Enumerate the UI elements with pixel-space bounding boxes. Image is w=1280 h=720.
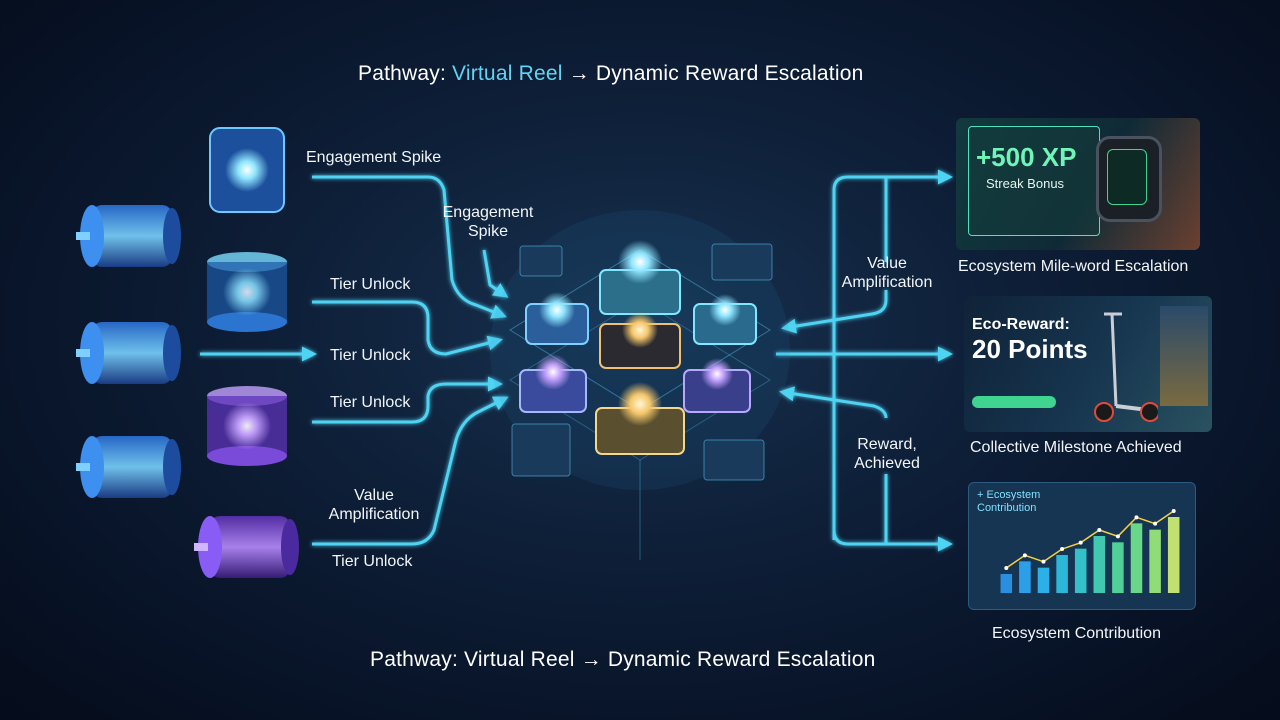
label-value-amplification-2: Amplification <box>328 506 420 523</box>
arrow-value-amp-right <box>781 290 888 334</box>
chart-card-title: + Ecosystem Contribution <box>977 489 1041 514</box>
label-right-value-1: Value <box>867 255 907 272</box>
reel-4 <box>194 516 299 578</box>
top-title: Pathway: Virtual Reel → Dynamic Reward E… <box>358 62 863 86</box>
chart-point <box>1078 540 1083 545</box>
label-engagement-spike-mid-2: Spike <box>467 223 509 240</box>
eco-card: Eco-Reward: 20 Points <box>964 296 1212 432</box>
top-title-highlight: Virtual Reel <box>452 62 563 85</box>
arrow-value-amp <box>312 396 509 546</box>
chart-bar <box>1019 561 1031 593</box>
xp-card: +500 XP Streak Bonus <box>956 118 1200 250</box>
label-engagement-spike-top: Engagement Spike <box>306 149 442 166</box>
arrow-to-xp <box>832 169 953 540</box>
label-value-amplification-1: Value <box>354 487 394 504</box>
label-tier-unlock-1: Tier Unlock <box>330 276 411 293</box>
arrow-tier-3 <box>312 376 503 424</box>
bottom-title: Pathway: Virtual Reel → Dynamic Reward E… <box>370 648 876 671</box>
chart-point <box>1115 534 1120 539</box>
chart-point <box>1041 559 1046 564</box>
chart-card: + Ecosystem Contribution <box>968 482 1196 610</box>
eco-button-pill <box>972 396 1056 408</box>
arrow-engagement-top <box>312 175 507 319</box>
reel-1 <box>76 205 181 267</box>
xp-subtitle: Streak Bonus <box>986 176 1065 191</box>
xp-panel <box>968 126 1100 236</box>
chart-point <box>1022 553 1027 558</box>
chart-bar <box>1074 548 1087 593</box>
top-title-suffix: → Dynamic Reward Escalation <box>562 62 864 85</box>
label-right-reward-2: Achieved <box>854 455 920 472</box>
chart-trend-line <box>1005 510 1175 569</box>
chart-point <box>1134 515 1139 520</box>
chart-point <box>1060 547 1065 551</box>
chart-caption: Ecosystem Contribution <box>992 625 1161 642</box>
arrow-tier-1 <box>312 300 503 356</box>
chart-bar <box>1037 567 1050 593</box>
arrow-engagement-mid <box>482 249 509 298</box>
pod-1 <box>209 127 285 213</box>
scooter-icon <box>1082 306 1158 424</box>
reel-3 <box>76 436 181 498</box>
label-tier-unlock-3: Tier Unlock <box>330 394 411 411</box>
chart-bar <box>1093 536 1106 593</box>
eco-title: Eco-Reward: <box>972 316 1070 333</box>
chart-bar <box>1149 529 1161 593</box>
chart-point <box>1097 528 1102 532</box>
xp-caption: Ecosystem Mile-word Escalation <box>958 258 1189 275</box>
reel-2 <box>76 322 181 384</box>
top-title-prefix: Pathway: <box>358 62 453 85</box>
chart-bar <box>1130 523 1143 593</box>
contribution-chart <box>1000 509 1180 593</box>
chart-point <box>1004 566 1009 570</box>
arrow-to-chart <box>832 360 953 552</box>
eco-value: 20 Points <box>972 334 1088 364</box>
chart-point <box>1153 521 1158 526</box>
chart-bar <box>1112 542 1124 593</box>
chart-bar <box>1056 555 1068 593</box>
label-tier-unlock-4: Tier Unlock <box>332 553 413 570</box>
chart-point <box>1171 509 1176 513</box>
label-right-reward-1: Reward, <box>857 436 917 453</box>
label-tier-unlock-2: Tier Unlock <box>330 347 411 364</box>
chart-bar <box>1167 517 1180 593</box>
label-right-value-2: Amplification <box>841 274 933 291</box>
watch-icon <box>1096 136 1162 222</box>
chart-bar <box>1000 574 1013 593</box>
xp-value: +500 XP <box>976 142 1077 172</box>
pod-2 <box>207 252 287 332</box>
arrow-reward-right <box>779 386 888 419</box>
pod-3 <box>207 386 287 466</box>
eco-caption: Collective Milestone Achieved <box>970 439 1182 456</box>
label-engagement-spike-mid-1: Engagement <box>442 204 534 221</box>
central-hub <box>490 210 790 560</box>
city-skyline <box>1160 306 1208 406</box>
